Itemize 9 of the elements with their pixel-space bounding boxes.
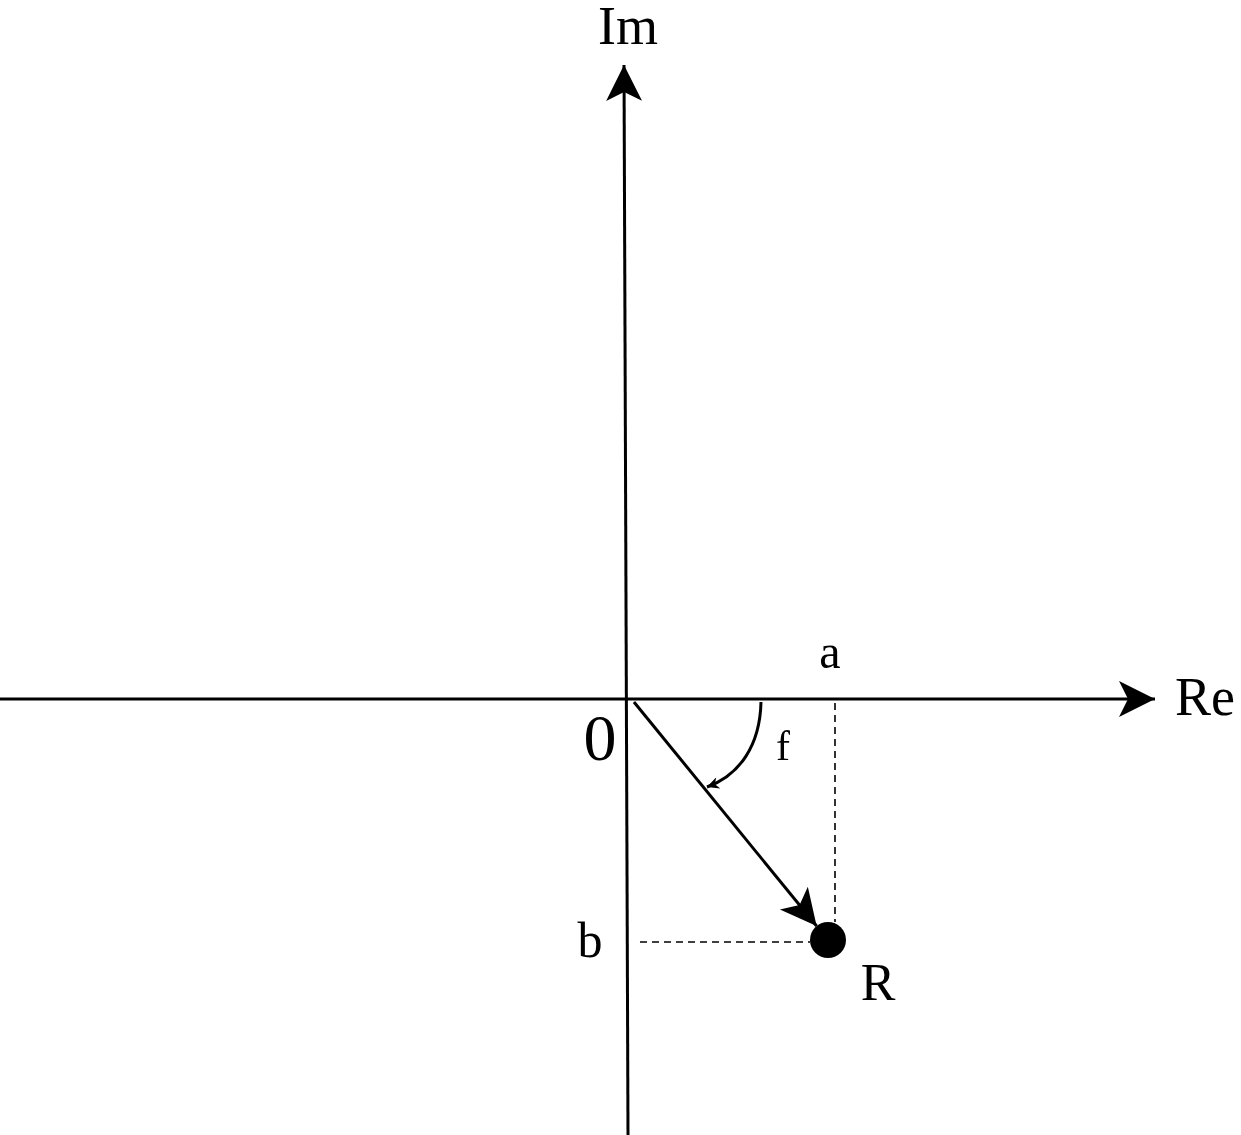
point-marker: [810, 922, 846, 958]
axis-tick-label: a: [819, 628, 841, 676]
axis-label: Im: [598, 0, 658, 53]
angle-label: f: [776, 725, 790, 767]
vector-arrow: [632, 701, 818, 927]
axis-tick-label: b: [577, 915, 603, 965]
point-label: R: [860, 957, 896, 1009]
axis-label: Re: [1175, 670, 1235, 724]
origin-label: 0: [566, 704, 634, 772]
